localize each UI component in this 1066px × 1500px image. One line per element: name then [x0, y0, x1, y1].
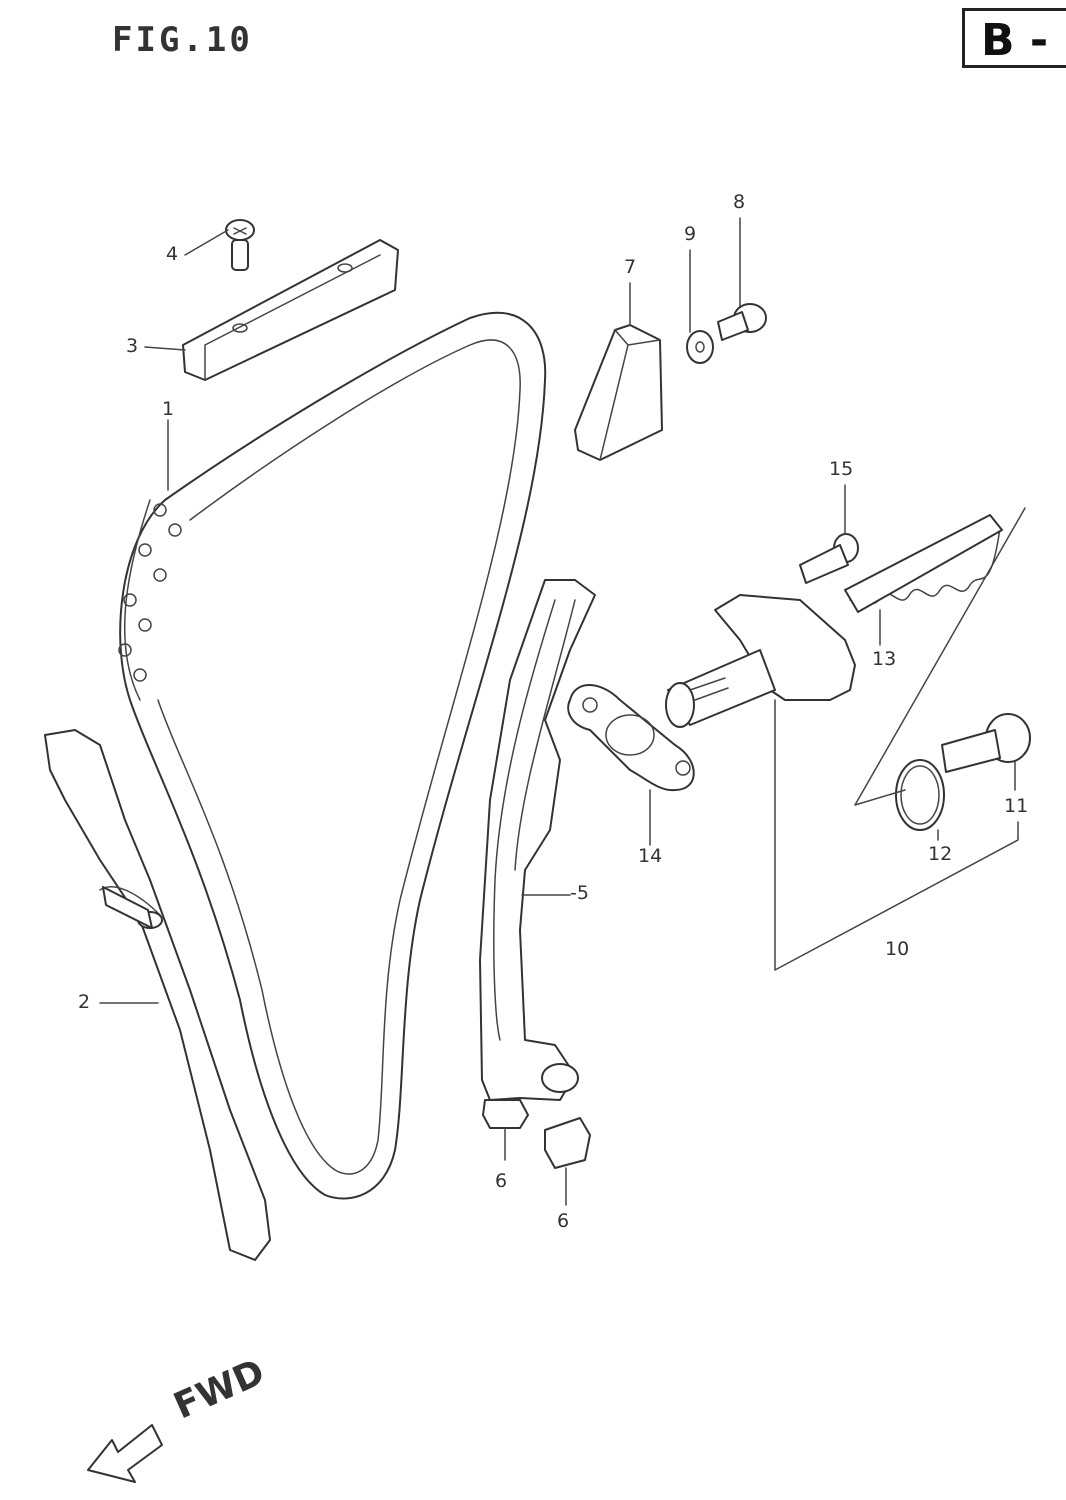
- callout-9: 9: [684, 223, 697, 245]
- screw-drawing: [225, 219, 255, 271]
- gasket-drawing: [567, 684, 695, 792]
- bolt-small-drawing: [799, 533, 859, 584]
- leader-lines: [99, 217, 1026, 1206]
- cam-chain-drawing: [118, 311, 547, 1200]
- figure-title: FIG.10: [112, 20, 253, 60]
- o-ring-drawing: [895, 759, 945, 831]
- bolt-drawing: [717, 303, 767, 341]
- chain-guide-top-drawing: [182, 239, 399, 381]
- callout-15: 15: [829, 458, 854, 480]
- fwd-arrow-icon: [87, 1424, 163, 1483]
- callout-14: 14: [638, 845, 663, 867]
- callout-8: 8: [733, 191, 746, 213]
- plug-bolt-drawing: [941, 713, 1031, 773]
- washer-drawing: [686, 330, 714, 364]
- section-badge-label: B -: [981, 15, 1049, 66]
- callout-12: 12: [928, 843, 953, 865]
- tensioner-body-drawing: [665, 594, 856, 728]
- callout-3: 3: [126, 335, 139, 357]
- callout-5: -5: [570, 882, 589, 904]
- section-badge: B -: [962, 8, 1066, 68]
- callout-11: 11: [1004, 795, 1029, 817]
- callout-4: 4: [166, 243, 179, 265]
- callout-7: 7: [624, 256, 637, 278]
- callout-13: 13: [872, 648, 897, 670]
- block-drawing: [574, 324, 663, 461]
- cushion-drawing-b: [544, 1117, 591, 1169]
- chain-guide-rear-drawing: [479, 579, 596, 1101]
- callout-6a: 6: [495, 1170, 508, 1192]
- callout-6b: 6: [557, 1210, 570, 1232]
- callout-2: 2: [78, 991, 91, 1013]
- callout-10: 10: [885, 938, 910, 960]
- spring-drawing: [844, 514, 1003, 613]
- cushion-drawing-a: [482, 1099, 529, 1129]
- chain-guide-front-drawing: [44, 729, 271, 1261]
- callout-1: 1: [162, 398, 175, 420]
